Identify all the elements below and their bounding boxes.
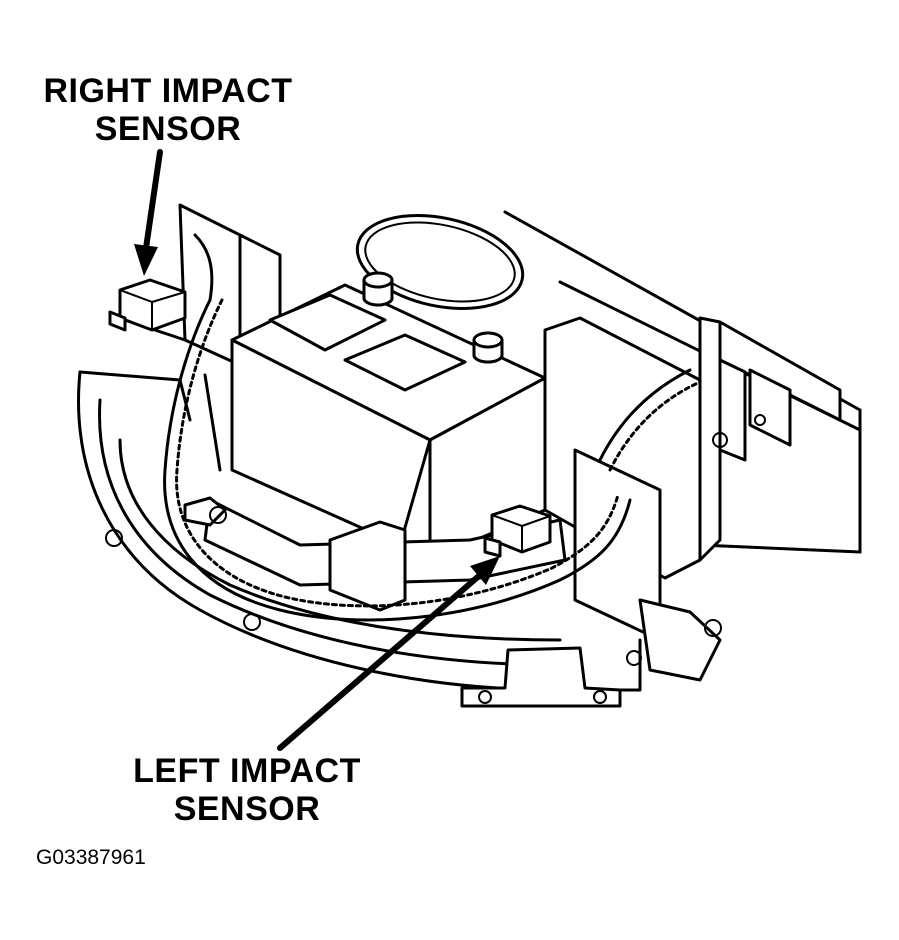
battery xyxy=(230,271,547,562)
right-sensor-arrow xyxy=(134,149,163,276)
right-impact-sensor-label: RIGHT IMPACT SENSOR xyxy=(28,72,308,148)
figure-code: G03387961 xyxy=(36,846,146,869)
harness-connector xyxy=(183,496,227,527)
right-impact-sensor-label-line2: SENSOR xyxy=(94,110,242,148)
drive-belt-inner xyxy=(364,221,516,303)
left-sensor-arrow xyxy=(277,556,500,751)
left-impact-sensor-label-line2: SENSOR xyxy=(173,790,321,828)
wiring-harness xyxy=(163,233,702,622)
right-impact-sensor-label-line1: RIGHT IMPACT xyxy=(43,72,293,110)
battery-terminal-positive xyxy=(362,271,394,307)
drive-belt xyxy=(355,214,525,310)
lower-bracket xyxy=(460,646,622,708)
right-impact-sensor xyxy=(108,278,187,332)
left-bracket xyxy=(543,316,842,682)
left-impact-sensor-label-line1: LEFT IMPACT xyxy=(133,752,361,790)
left-impact-sensor-label: LEFT IMPACT SENSOR xyxy=(112,752,382,828)
battery-tray xyxy=(203,498,567,612)
battery-terminal-negative xyxy=(472,331,504,364)
left-impact-sensor xyxy=(483,504,552,558)
